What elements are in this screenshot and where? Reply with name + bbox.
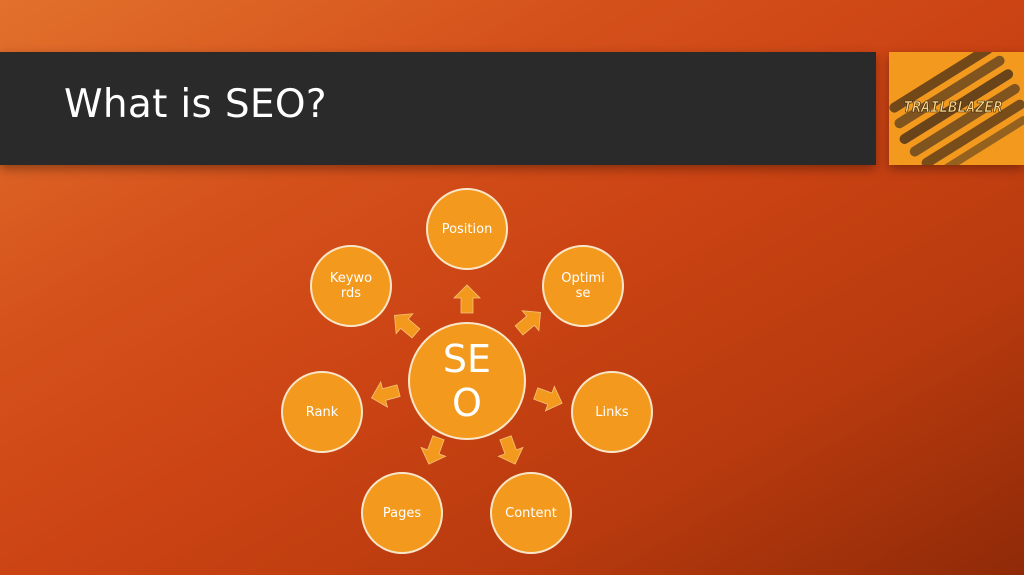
node-content-label: Content xyxy=(505,505,557,521)
svg-text:TRAILBLAZER: TRAILBLAZER xyxy=(903,98,1002,116)
title-bar xyxy=(0,52,876,165)
arrow-to-keywords xyxy=(394,313,421,339)
trailblazer-logo: TRAILBLAZER xyxy=(889,52,1024,165)
node-optimise-label: Optimise xyxy=(561,271,605,301)
center-node-seo: SEO xyxy=(408,322,526,440)
arrow-to-content xyxy=(497,435,524,465)
node-pages-label: Pages xyxy=(382,505,422,521)
trailblazer-logo-graphic: TRAILBLAZER xyxy=(889,52,1024,165)
arrow-to-rank xyxy=(370,380,401,408)
arrow-to-pages xyxy=(420,435,447,465)
arrow-to-position xyxy=(453,284,481,314)
center-node-label: SEO xyxy=(442,337,492,425)
arrow-to-optimise xyxy=(514,310,541,336)
node-links-label: Links xyxy=(595,404,629,420)
node-rank-label: Rank xyxy=(305,404,339,420)
node-keywords-label: Keywords xyxy=(329,271,373,301)
node-content: Content xyxy=(490,472,572,554)
node-keywords: Keywords xyxy=(310,245,392,327)
node-optimise: Optimise xyxy=(542,245,624,327)
node-rank: Rank xyxy=(281,371,363,453)
arrow-to-links xyxy=(533,385,563,412)
node-pages: Pages xyxy=(361,472,443,554)
node-links: Links xyxy=(571,371,653,453)
slide-title: What is SEO? xyxy=(64,82,327,127)
node-position: Position xyxy=(426,188,508,270)
node-position-label: Position xyxy=(441,221,493,237)
